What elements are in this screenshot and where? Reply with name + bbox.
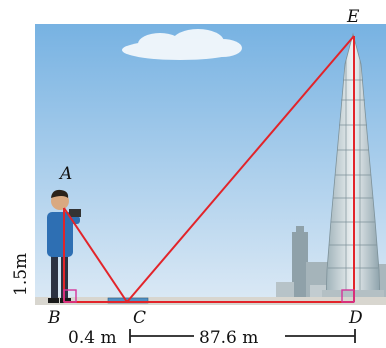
- person-observer: [47, 189, 81, 303]
- sky-background: [35, 24, 386, 302]
- label-C: C: [133, 308, 146, 328]
- label-bc: 0.4 m: [68, 328, 117, 348]
- line-CE: [126, 35, 355, 303]
- label-D: D: [348, 308, 363, 328]
- label-height: 1.5m: [11, 253, 31, 296]
- label-cd: 87.6 m: [199, 328, 258, 348]
- label-B: B: [47, 308, 61, 328]
- red-lines: [63, 35, 355, 303]
- dimension-cd: [129, 329, 356, 343]
- line-AC: [63, 207, 128, 303]
- right-angle-B: [63, 289, 77, 303]
- label-A: A: [58, 164, 72, 184]
- right-angle-D: [341, 289, 355, 303]
- label-E: E: [346, 7, 360, 27]
- cloud: [122, 29, 242, 60]
